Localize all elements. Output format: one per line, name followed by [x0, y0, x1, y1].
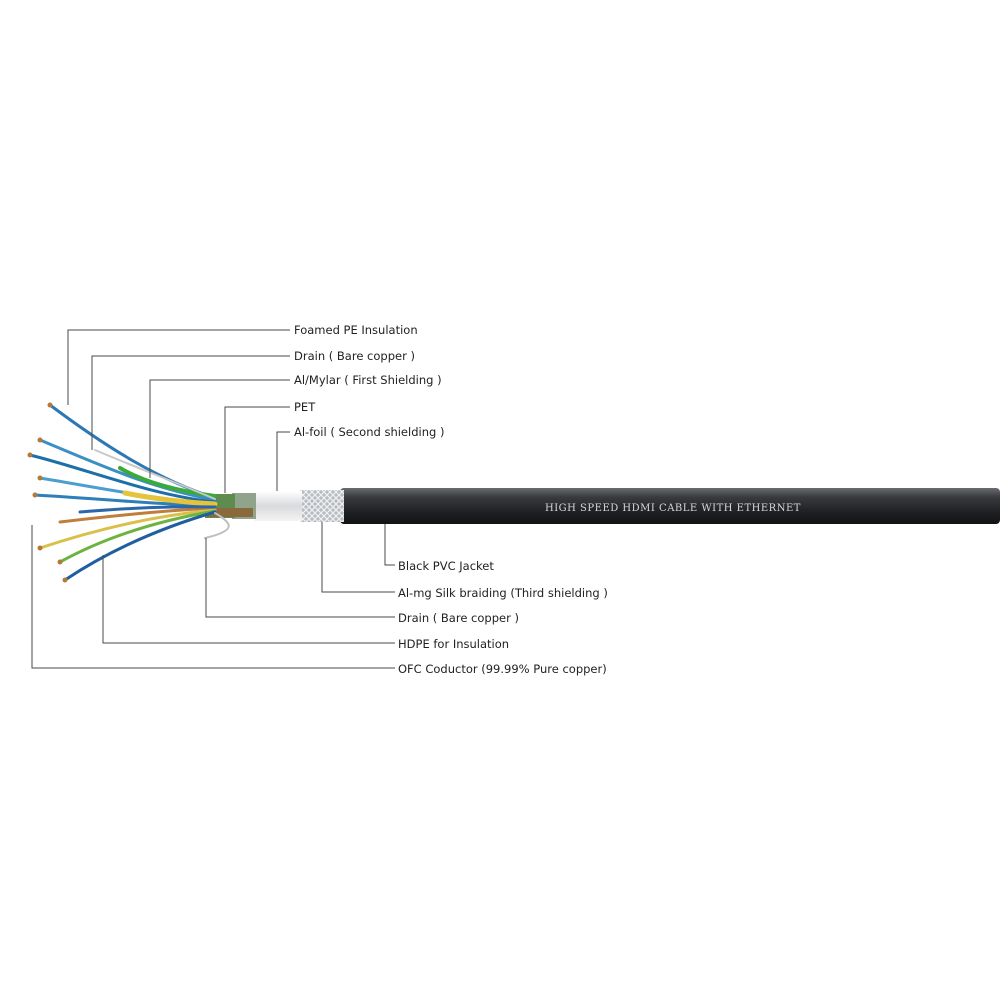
pvc-jacket	[340, 488, 1000, 524]
callouts-bottom: Black PVC Jacket Al-mg Silk braiding (Th…	[31, 522, 608, 676]
leader-line	[321, 522, 395, 593]
copper-tip	[37, 545, 43, 551]
label-pvc-jacket: Black PVC Jacket	[398, 559, 494, 573]
label-hdpe: HDPE for Insulation	[398, 637, 509, 651]
label-al-foil: Al-foil ( Second shielding )	[294, 425, 444, 439]
leader-line	[205, 538, 395, 618]
leader-line	[224, 406, 290, 493]
inner-core-lower	[205, 508, 253, 517]
drain-wire	[204, 512, 230, 539]
wire	[28, 453, 217, 504]
copper-tip	[27, 452, 33, 458]
label-foamed-pe: Foamed PE Insulation	[294, 323, 418, 337]
callouts-top: Foamed PE Insulation Drain ( Bare copper…	[67, 323, 444, 493]
leader-line	[384, 524, 395, 566]
wire	[58, 506, 217, 524]
copper-tip	[37, 437, 43, 443]
cable-body: HIGH SPEED HDMI CABLE WITH ETHERNET	[205, 488, 1000, 524]
copper-tip	[62, 577, 68, 583]
copper-tip	[57, 559, 63, 565]
drain-wire	[94, 449, 216, 500]
wire	[38, 438, 217, 502]
leader-line	[31, 525, 395, 669]
wire-fan	[27, 402, 230, 583]
copper-tip	[32, 492, 38, 498]
label-drain-top: Drain ( Bare copper )	[294, 349, 415, 363]
label-pet: PET	[294, 400, 316, 414]
label-al-mylar: Al/Mylar ( First Shielding )	[294, 373, 442, 387]
copper-tip	[47, 402, 53, 408]
jacket-print-text: HIGH SPEED HDMI CABLE WITH ETHERNET	[545, 503, 801, 514]
leader-line	[67, 329, 290, 405]
label-drain-bottom: Drain ( Bare copper )	[398, 611, 519, 625]
wire	[78, 505, 217, 514]
leader-line	[91, 355, 290, 450]
leader-line	[149, 379, 290, 478]
label-braiding: Al-mg Silk braiding (Third shielding )	[398, 586, 608, 600]
leader-line	[276, 431, 290, 491]
wire	[58, 509, 217, 564]
label-ofc: OFC Coductor (99.99% Pure copper)	[398, 662, 607, 676]
wire	[122, 490, 218, 507]
wire	[33, 493, 217, 508]
leader-line	[102, 555, 395, 644]
al-foil-shield	[254, 491, 302, 521]
copper-tip	[37, 475, 43, 481]
braid-shield	[300, 490, 344, 522]
wire	[38, 508, 217, 550]
wire	[63, 510, 217, 582]
